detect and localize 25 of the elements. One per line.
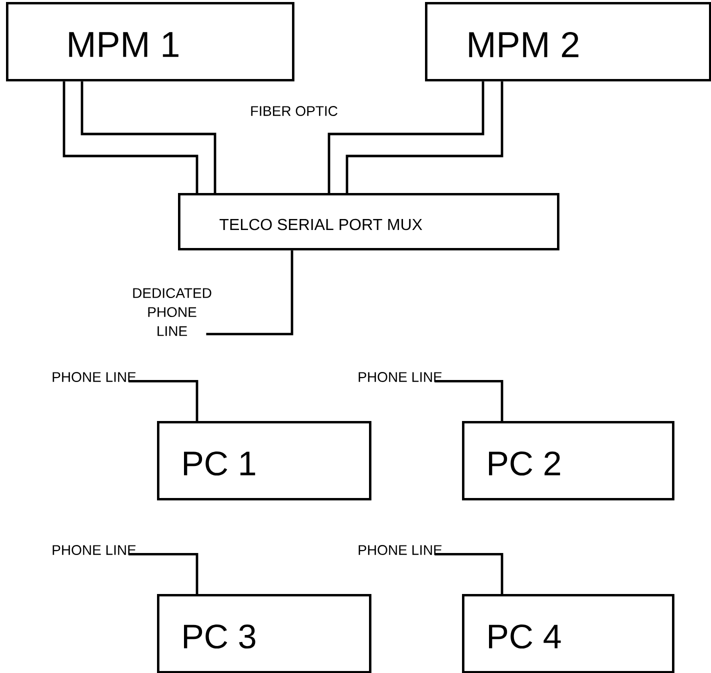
cable-line	[80, 81, 216, 193]
line-label: DEDICATED PHONE LINE	[133, 288, 212, 336]
device-box	[462, 421, 674, 500]
node-label: PC 4	[489, 624, 561, 649]
cable-line	[328, 81, 484, 193]
node-label: PC 3	[184, 624, 256, 649]
cable-line	[128, 380, 198, 421]
device-box	[157, 594, 372, 673]
cable-line	[206, 250, 294, 336]
device-box	[425, 2, 711, 82]
mux-box	[178, 193, 560, 250]
node-label: PC 1	[184, 451, 256, 476]
cable-line	[434, 552, 504, 594]
node-label: TELCO SERIAL PORT MUX	[220, 218, 422, 230]
cable-line	[128, 552, 198, 594]
node-label: MPM 1	[69, 32, 178, 57]
cable-line	[346, 81, 504, 193]
node-label: PC 2	[489, 451, 560, 476]
cable-label: FIBER OPTIC	[251, 106, 338, 116]
device-box	[6, 2, 294, 82]
device-box	[462, 594, 674, 673]
device-box	[157, 421, 372, 500]
node-label: MPM 2	[469, 32, 578, 58]
cable-line	[434, 380, 504, 421]
cable-line	[62, 81, 198, 193]
